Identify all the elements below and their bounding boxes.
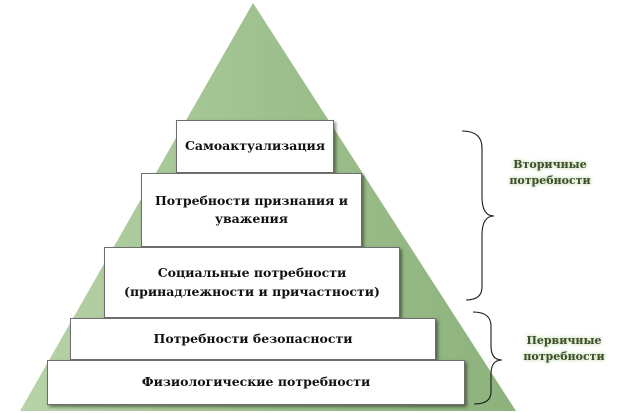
secondary-needs-label-line-2: потребности: [509, 173, 591, 187]
secondary-needs-label: Вторичные потребности: [500, 157, 600, 189]
level-esteem-text-line-2: уважения: [214, 211, 289, 226]
primary-needs-label-line-1: Первичные: [526, 334, 602, 347]
level-esteem: Потребности признания и уважения: [141, 173, 362, 247]
level-self-actualization-text: Самоактуализация: [184, 138, 326, 154]
level-self-actualization: Самоактуализация: [176, 120, 334, 173]
primary-needs-label: Первичные потребности: [514, 333, 614, 365]
secondary-brace: [461, 130, 495, 301]
level-social: Социальные потребности (принадлежности и…: [104, 247, 400, 318]
level-physiological-text: Физиологические потребности: [141, 374, 371, 390]
primary-brace: [472, 311, 503, 405]
level-safety-text: Потребности безопасности: [153, 330, 353, 346]
level-safety: Потребности безопасности: [70, 318, 436, 360]
secondary-needs-label-line-1: Вторичные: [513, 158, 587, 171]
level-physiological: Физиологические потребности: [47, 360, 465, 405]
primary-needs-label-line-2: потребности: [523, 349, 605, 363]
level-social-text-line-1: Социальные потребности: [157, 265, 347, 281]
level-social-text-line-2: (принадлежности и причастности): [124, 283, 380, 299]
level-esteem-text-line-1: Потребности признания и: [154, 192, 349, 208]
